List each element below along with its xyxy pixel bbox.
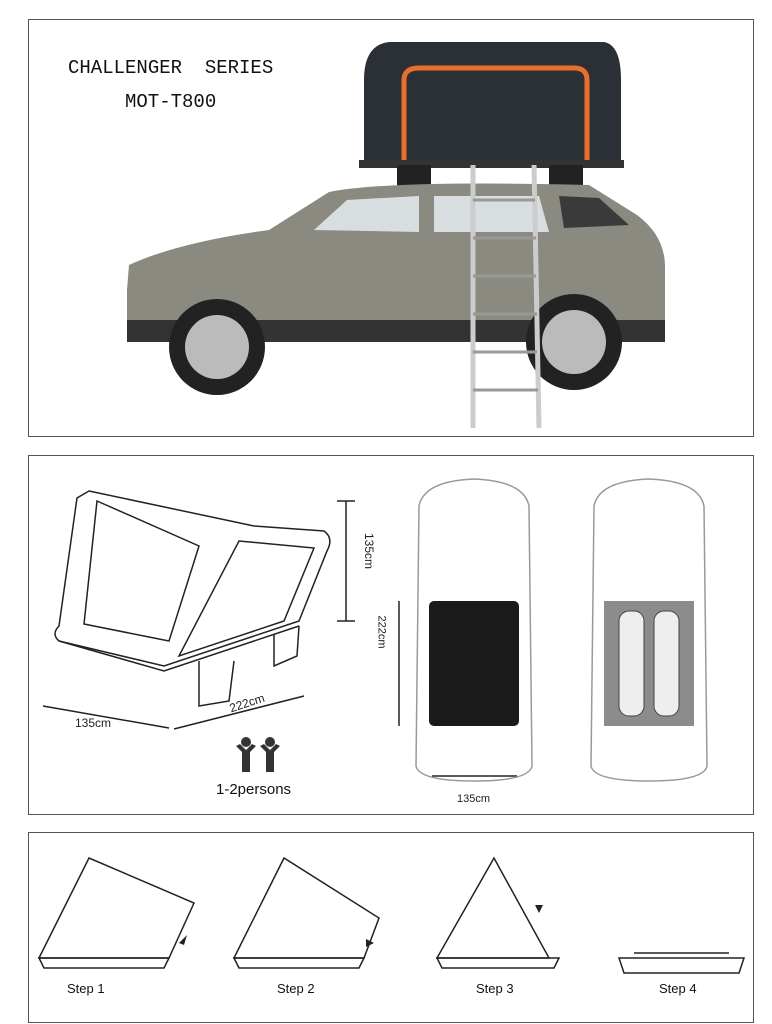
step-2-label: Step 2 <box>277 981 315 996</box>
hero-panel: CHALLENGER SERIES MOT-T800 <box>28 19 754 437</box>
dimensions-panel: 135cm 222cm 135cm 1-2persons 222cm 135cm <box>28 455 754 815</box>
car-with-tent-image <box>127 42 665 429</box>
series-title: CHALLENGER SERIES <box>68 57 274 79</box>
step-4-label: Step 4 <box>659 981 697 996</box>
tent-dimension-diagram <box>42 490 517 777</box>
step-3-label: Step 3 <box>476 981 514 996</box>
model-number: MOT-T800 <box>125 91 217 113</box>
tent-width-label: 135cm <box>75 716 112 730</box>
car-length-label: 222cm <box>375 615 388 649</box>
car-width-label: 135cm <box>457 793 491 805</box>
capacity-label: 1-2persons <box>216 781 292 798</box>
car-top-view-diagrams <box>415 478 708 782</box>
setup-steps-diagram <box>37 856 746 974</box>
tent-height-label: 135cm <box>362 532 377 570</box>
persons-icon <box>236 737 280 772</box>
setup-steps-panel: Step 1 Step 2 Step 3 Step 4 <box>28 832 754 1023</box>
step-1-label: Step 1 <box>67 981 105 996</box>
